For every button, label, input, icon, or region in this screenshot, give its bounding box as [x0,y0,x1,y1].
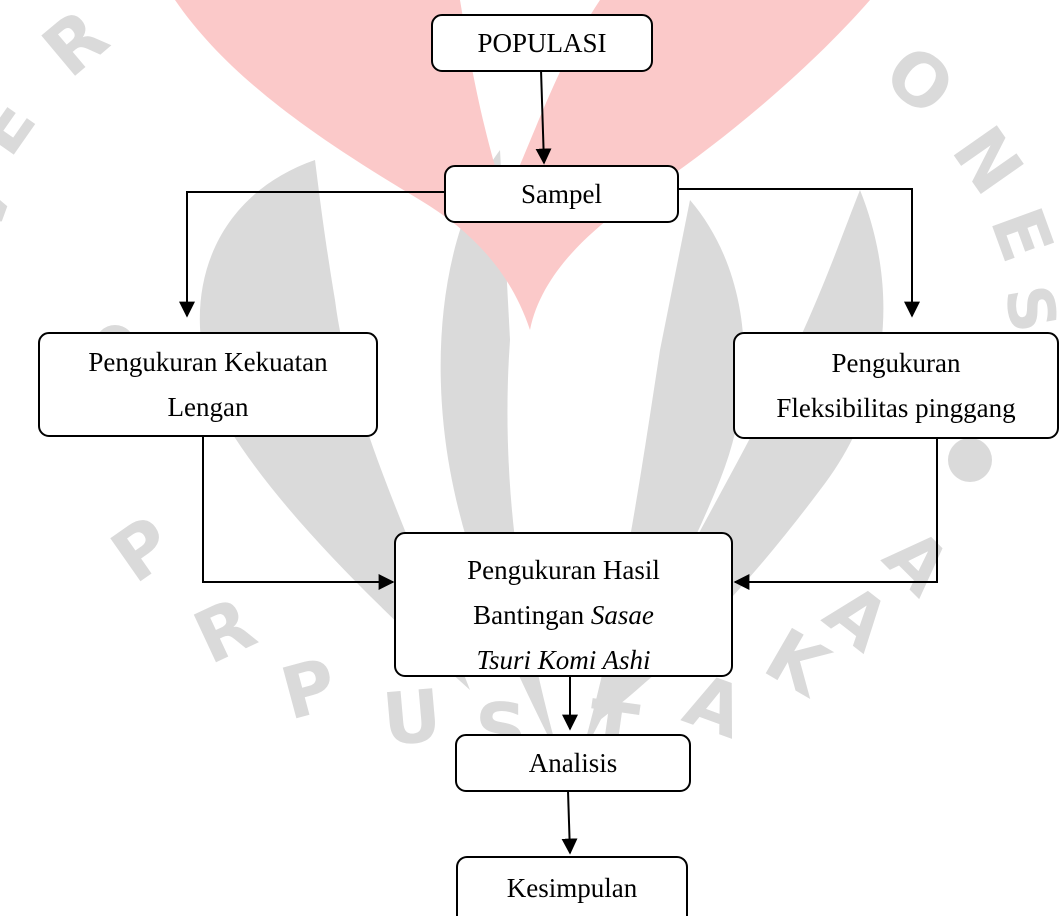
node-hasil-line2: Bantingan Sasae [473,593,654,638]
node-hasil-line1: Pengukuran Hasil [467,555,660,585]
node-hasil-line2-italic: Sasae [590,600,654,630]
node-sampel: Sampel [444,165,679,223]
node-fleksibilitas-line1: Pengukuran [831,347,961,378]
node-fleksibilitas-line2: Fleksibilitas pinggang [776,392,1016,423]
arrow-populasi-to-sampel [535,69,552,165]
arrow-sampel-to-fleksibilitas [678,188,920,318]
node-kesimpulan-label: Kesimpulan [506,873,638,903]
arrow-analisis-to-kesimpulan [561,790,578,855]
node-fleksibilitas-pinggang: Pengukuran Fleksibilitas pinggang [733,332,1059,439]
seal-ring-letter: U [379,673,445,762]
node-populasi-label: POPULASI [477,27,607,58]
node-hasil-bantingan: Pengukuran Hasil Bantingan Sasae Tsuri K… [394,532,733,677]
node-analisis: Analisis [455,734,691,792]
node-populasi: POPULASI [431,14,653,72]
node-hasil-line2-plain: Bantingan [473,600,591,630]
node-kekuatan-line1: Pengukuran Kekuatan [88,346,328,377]
seal-center-left-petal [440,150,560,760]
seal-ring-letter: I [0,271,8,301]
seal-right-dot [948,438,992,482]
node-analisis-label: Analisis [528,747,618,778]
arrow-fleksibilitas-to-hasil [733,438,938,590]
arrow-sampel-to-kekuatan [179,191,446,318]
node-hasil-line3: Tsuri Komi Ashi [476,638,651,675]
node-sampel-label: Sampel [521,178,602,209]
node-kekuatan-line2: Lengan [167,391,249,422]
node-kesimpulan: Kesimpulan [456,856,688,916]
seal-ring-letter: S [989,280,1063,338]
arrow-kekuatan-to-hasil [202,436,395,590]
node-kekuatan-lengan: Pengukuran Kekuatan Lengan [38,332,378,437]
node-hasil-line3-italic: Tsuri Komi Ashi [476,645,651,675]
